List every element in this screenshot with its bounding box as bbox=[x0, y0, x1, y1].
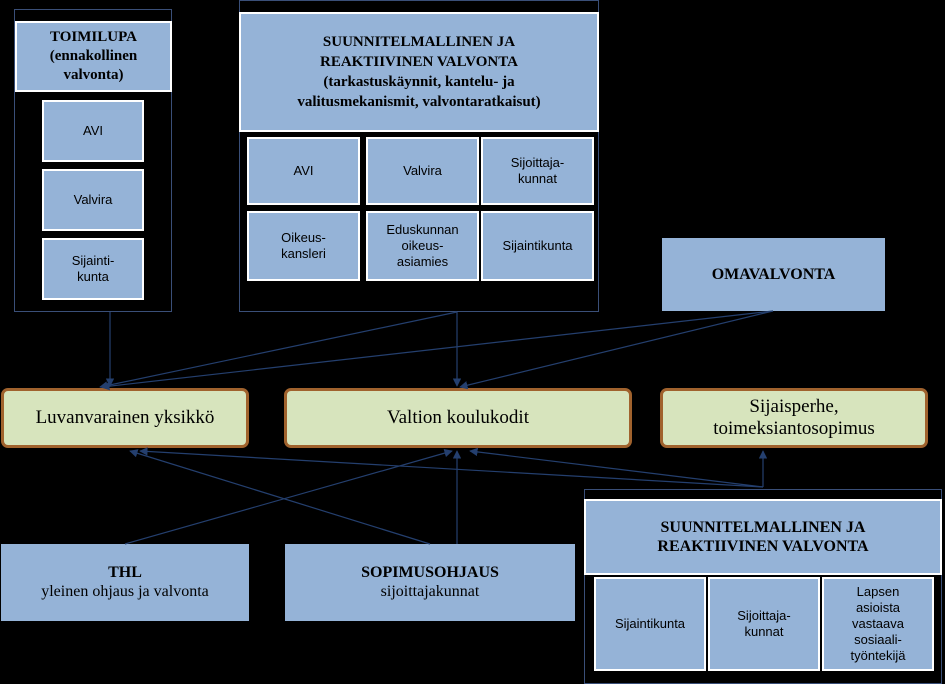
bottom-item-sijoittajakunnat: Sijoittaja- kunnat bbox=[708, 577, 820, 671]
left-item-valvira: Valvira bbox=[42, 169, 144, 231]
sopimusohjaus-box: SOPIMUSOHJAUS sijoittajakunnat bbox=[285, 544, 575, 621]
top-item-sijaintikunta: Sijaintikunta bbox=[481, 211, 594, 281]
arrow-sopimus-to-luvanvarainen bbox=[129, 449, 431, 545]
target-sijaisperhe: Sijaisperhe, toimeksiantosopimus bbox=[660, 388, 928, 448]
thl-subtitle: yleinen ohjaus ja valvonta bbox=[41, 583, 209, 600]
top-item-oikeuskansleri: Oikeus- kansleri bbox=[247, 211, 360, 281]
top-valvonta-header: SUUNNITELMALLINEN JA REAKTIIVINEN VALVON… bbox=[239, 12, 599, 132]
arrow-omavalvonta-to-luvanvarainen bbox=[101, 310, 774, 391]
top-valvonta-group bbox=[239, 0, 599, 312]
top-item-sijoittajakunnat: Sijoittaja- kunnat bbox=[481, 137, 594, 205]
bottom-item-sosiaalityontekija: Lapsen asioista vastaava sosiaali- työnt… bbox=[822, 577, 934, 671]
thl-title: THL bbox=[108, 564, 142, 581]
target-luvanvarainen-yksikko: Luvanvarainen yksikkö bbox=[1, 388, 249, 448]
toimilupa-header: TOIMILUPA (ennakollinen valvonta) bbox=[15, 21, 172, 92]
sopimusohjaus-subtitle: sijoittajakunnat bbox=[380, 583, 480, 600]
arrow-thl-to-koulukodit bbox=[124, 449, 453, 545]
arrow-omavalvonta-to-koulukodit bbox=[459, 310, 774, 390]
arrow-bottom-to-koulukodit bbox=[469, 447, 764, 488]
sopimusohjaus-title: SOPIMUSOHJAUS bbox=[361, 564, 499, 581]
bottom-item-sijaintikunta: Sijaintikunta bbox=[594, 577, 706, 671]
thl-box: THL yleinen ohjaus ja valvonta bbox=[1, 544, 249, 621]
top-item-oikeusasiamies: Eduskunnan oikeus- asiamies bbox=[366, 211, 479, 281]
top-item-valvira: Valvira bbox=[366, 137, 479, 205]
bottom-valvonta-header: SUUNNITELMALLINEN JA REAKTIIVINEN VALVON… bbox=[584, 499, 942, 575]
arrow-top-to-luvanvarainen bbox=[99, 311, 458, 390]
omavalvonta-box: OMAVALVONTA bbox=[662, 238, 885, 311]
top-item-avi: AVI bbox=[247, 137, 360, 205]
left-item-sijaintikunta: Sijainti- kunta bbox=[42, 238, 144, 300]
left-item-avi: AVI bbox=[42, 100, 144, 162]
arrow-bottom-to-luvanvarainen bbox=[139, 447, 764, 488]
toimilupa-group bbox=[14, 9, 172, 312]
target-valtion-koulukodit: Valtion koulukodit bbox=[284, 388, 632, 448]
